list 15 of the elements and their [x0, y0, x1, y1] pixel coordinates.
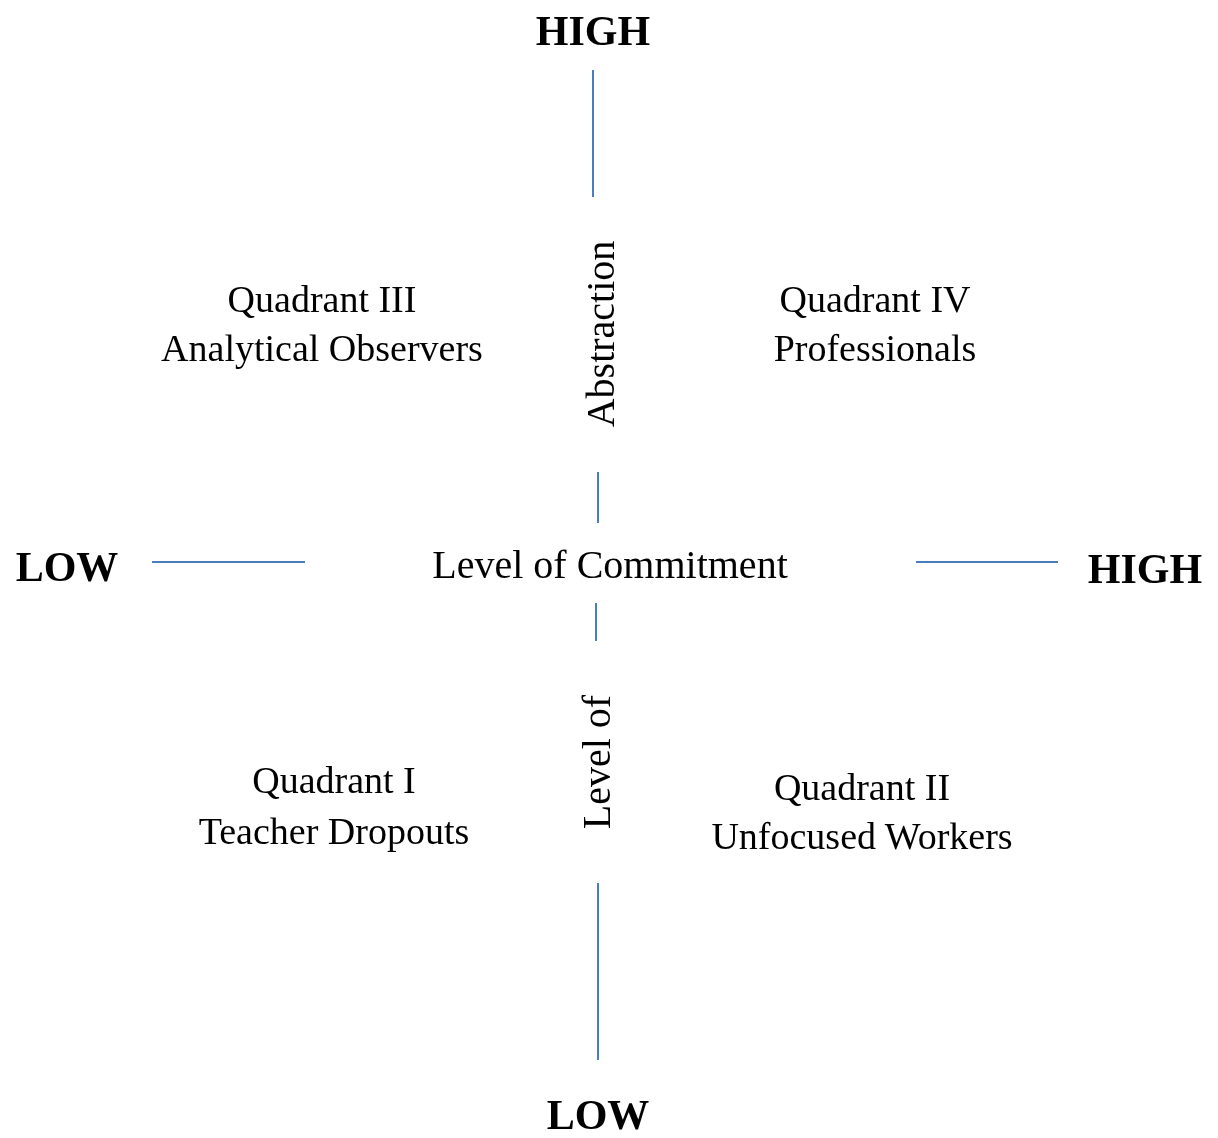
axis-title: Level of [577, 694, 617, 830]
quadrant-label: Unfocused Workers [711, 817, 1013, 855]
axis-end-label: HIGH [1087, 548, 1203, 590]
quadrant-label: Quadrant I [252, 761, 416, 799]
quadrant-label: Professionals [773, 329, 977, 367]
axis-title: Abstraction [581, 240, 621, 428]
axis-end-label: LOW [15, 546, 119, 588]
quadrant-label: Quadrant IV [779, 280, 971, 318]
quadrant-label: Analytical Observers [161, 329, 483, 367]
quadrant-label: Level of Commitment [432, 545, 788, 585]
axis-end-label: LOW [546, 1094, 650, 1136]
quadrant-label: Quadrant II [773, 768, 951, 806]
quadrant-label: Teacher Dropouts [198, 812, 470, 850]
quadrant-label: Quadrant III [227, 280, 417, 318]
axis-end-label: HIGH [535, 10, 651, 52]
